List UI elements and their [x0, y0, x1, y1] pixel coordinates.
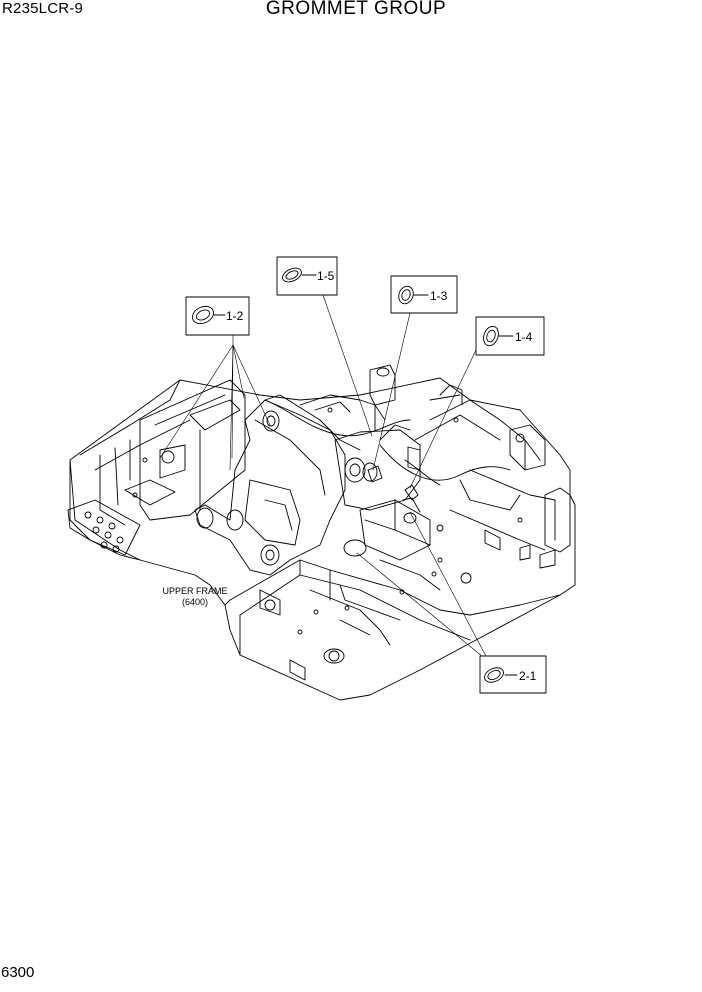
callout-1-4 [475, 316, 545, 356]
callout-1-3 [390, 275, 458, 314]
callout-label-1-5: 1-5 [317, 269, 335, 283]
callout-label-1-2: 1-2 [226, 309, 244, 323]
upper-frame-label: UPPER FRAME (6400) [140, 586, 250, 608]
upper-frame-drawing [67, 364, 576, 701]
page-number: 6300 [1, 964, 35, 981]
model-code: R235LCR-9 [2, 0, 84, 17]
leader-lines [159, 294, 490, 663]
callout-1-2 [185, 296, 250, 336]
frame-ref: (6400) [181, 597, 208, 607]
callout-label-1-4: 1-4 [515, 330, 533, 344]
callout-label-1-3: 1-3 [430, 289, 448, 303]
frame-name: UPPER FRAME [162, 586, 228, 596]
page-title: GROMMET GROUP [265, 0, 447, 19]
callout-label-2-1: 2-1 [519, 669, 537, 683]
callout-1-5 [276, 256, 338, 296]
callout-2-1 [479, 655, 547, 694]
